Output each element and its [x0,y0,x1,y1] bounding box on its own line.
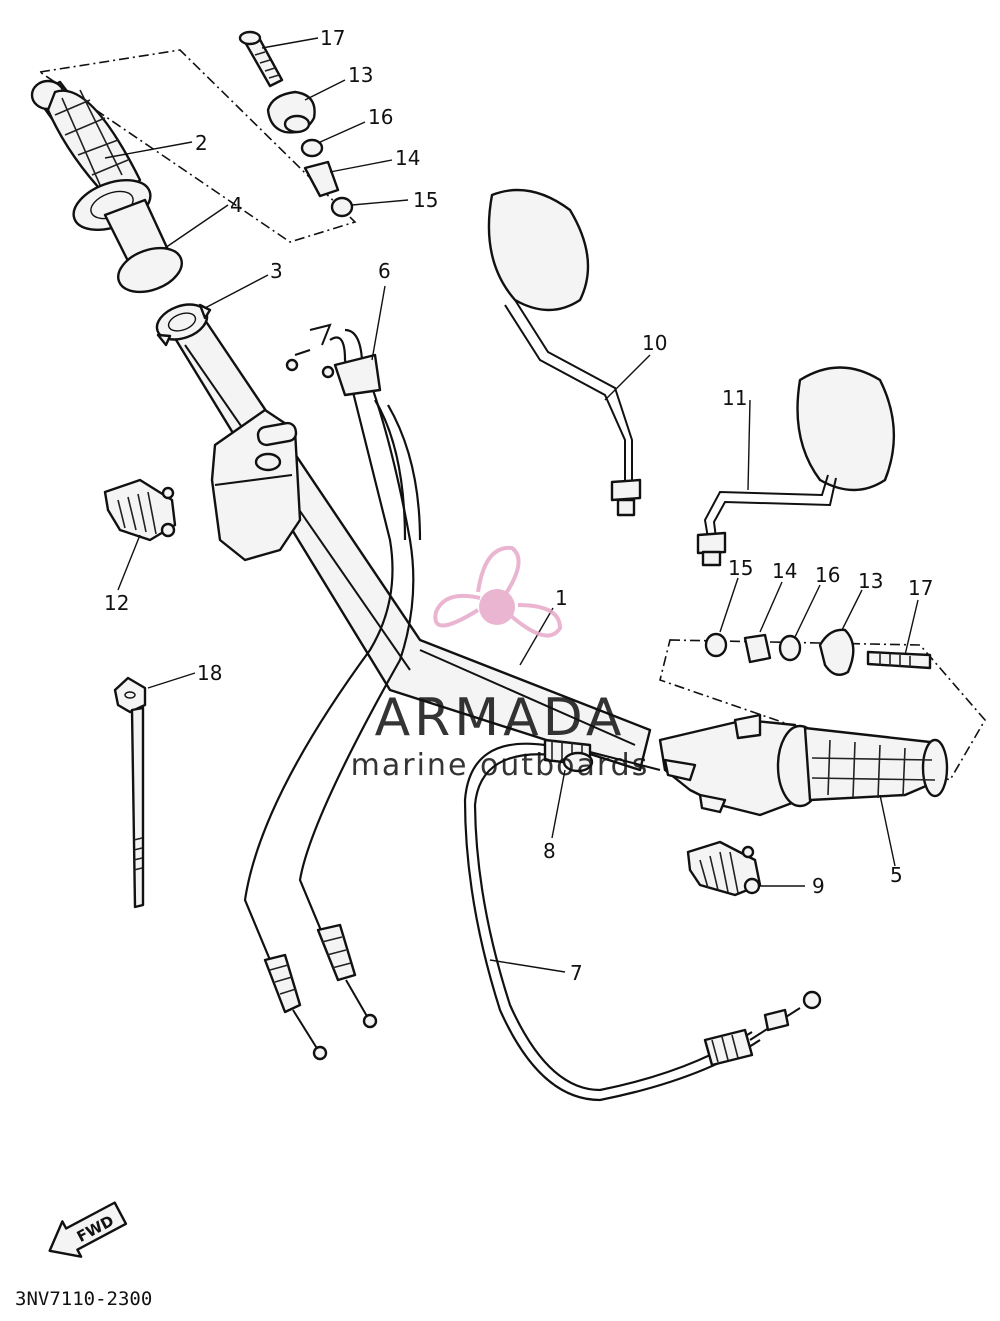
right-grip [776,724,949,808]
cable-adjuster [562,751,594,773]
callout-16-right: 16 [815,563,840,587]
callout-17-top: 17 [320,26,345,50]
callout-18: 18 [197,661,222,685]
left-mirror [487,188,642,517]
lever-holder-left [103,478,177,542]
right-mirror [696,366,896,567]
callout-15-right: 15 [728,556,753,580]
right-balancer-kit [704,628,932,676]
callout-5: 5 [890,863,903,887]
throttle-cables [243,323,422,1061]
callout-16-top: 16 [368,105,393,129]
callout-10: 10 [642,331,667,355]
top-balancer-kit [238,30,354,218]
grip-holder [155,303,212,347]
lever-holder-right [686,840,762,897]
callout-8: 8 [543,839,556,863]
grip-collar [103,198,183,294]
callout-11: 11 [722,386,747,410]
callout-13-top: 13 [348,63,373,87]
callout-15-top: 15 [413,188,438,212]
callout-17-right: 17 [908,576,933,600]
right-kit-box [659,639,986,781]
throttle-housing [658,713,812,817]
leader-lines [104,37,919,973]
callout-labels: 17 13 16 14 15 2 4 3 6 10 11 12 1 15 14 … [104,26,933,985]
left-kit-box [37,49,357,243]
callout-3: 3 [270,259,283,283]
callout-9: 9 [812,874,825,898]
left-switch-housing [210,408,302,562]
propeller-logo-icon [433,545,563,638]
cable-tie [113,676,147,909]
left-grip [30,79,152,231]
fwd-arrow: FWD [48,1201,128,1258]
callout-14-top: 14 [395,146,420,170]
callout-1: 1 [555,586,568,610]
callout-13-right: 13 [858,569,883,593]
callout-6: 6 [378,259,391,283]
callout-7: 7 [570,961,583,985]
callout-2: 2 [195,131,208,155]
callout-4: 4 [230,193,243,217]
callout-14-right: 14 [772,559,797,583]
callout-12: 12 [104,591,129,615]
watermark-tagline: marine outboards [351,748,650,783]
watermark-brand: ARMADA [375,688,626,748]
diagram-code: 3NV7110-2300 [15,1288,152,1310]
armada-watermark: ARMADA marine outboards [351,545,650,783]
